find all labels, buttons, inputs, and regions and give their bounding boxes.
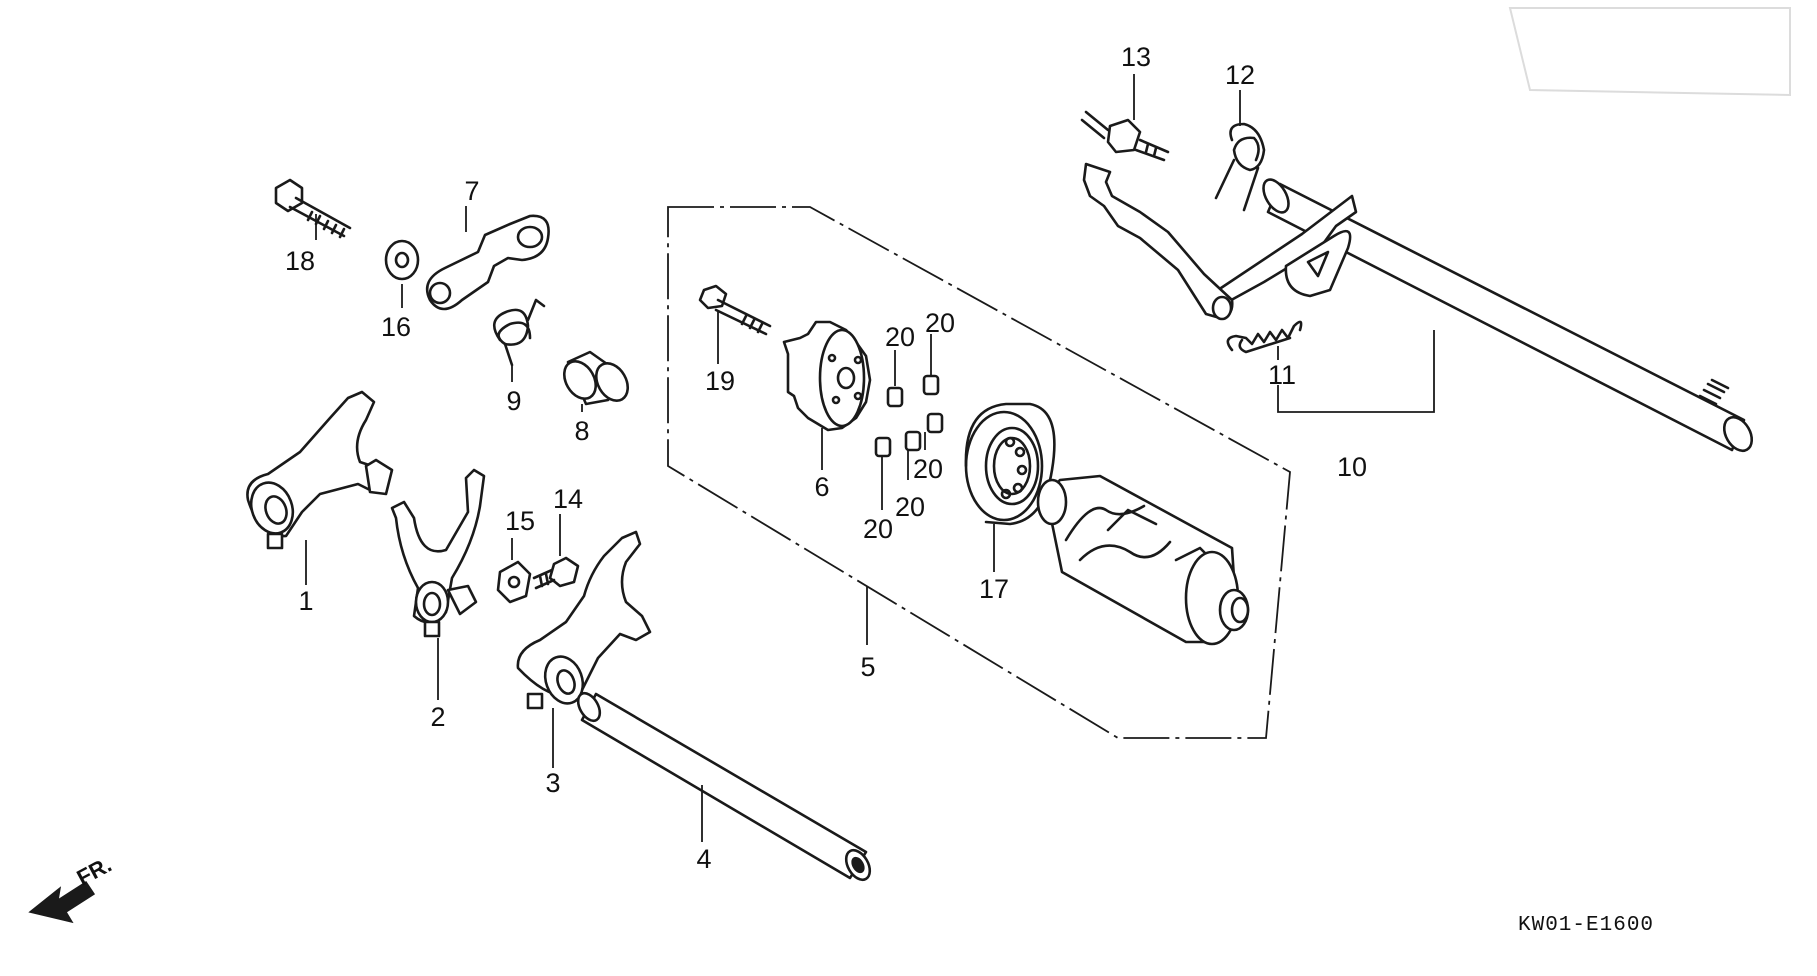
callout-6: 6 <box>814 472 829 502</box>
bearing-17 <box>964 402 1056 526</box>
callout-12: 12 <box>1225 60 1255 90</box>
callout-labels: 1 2 3 4 5 6 7 8 9 10 11 12 13 14 15 16 1… <box>285 42 1367 874</box>
callout-5: 5 <box>860 652 875 682</box>
tension-spring-11 <box>1226 320 1303 354</box>
callout-20-c: 20 <box>913 454 943 484</box>
callout-20-b: 20 <box>925 308 955 338</box>
callout-4: 4 <box>696 844 711 874</box>
faint-stamp-mark <box>1508 7 1791 97</box>
callout-20-a: 20 <box>885 322 915 352</box>
drum-assembly-boundary <box>667 206 1291 739</box>
dowel-pins-20 <box>874 374 944 458</box>
torsion-spring-12 <box>1214 122 1266 212</box>
pin-15 <box>496 560 532 604</box>
callout-2: 2 <box>430 702 445 732</box>
gearshift-drum <box>1036 474 1250 646</box>
bolt-14 <box>532 556 580 590</box>
callout-18: 18 <box>285 246 315 276</box>
callout-8: 8 <box>574 416 589 446</box>
shift-fork-3 <box>516 530 652 710</box>
collar-8 <box>562 350 630 406</box>
leader-lines <box>305 74 1435 842</box>
front-direction-arrow <box>28 880 96 924</box>
drawing-code: KW01-E1600 <box>1518 914 1654 937</box>
shift-fork-1 <box>246 390 394 550</box>
callout-1: 1 <box>298 586 313 616</box>
callout-20-e: 20 <box>863 514 893 544</box>
front-direction-label: FR. <box>73 852 116 891</box>
fork-shaft-4 <box>576 691 872 882</box>
return-spring-9 <box>492 298 546 367</box>
callout-15: 15 <box>505 506 535 536</box>
bolt-19 <box>698 284 772 336</box>
callout-7: 7 <box>464 176 479 206</box>
callout-17: 17 <box>979 574 1009 604</box>
callout-3: 3 <box>545 768 560 798</box>
shift-cam-plate-6 <box>782 320 872 432</box>
washer-16 <box>384 239 420 281</box>
callout-14: 14 <box>553 484 583 514</box>
gearshift-spindle-10 <box>1082 162 1754 453</box>
callout-16: 16 <box>381 312 411 342</box>
callout-19: 19 <box>705 366 735 396</box>
shift-fork-2 <box>390 468 486 638</box>
bolt-18 <box>274 178 352 239</box>
callout-20-d: 20 <box>895 492 925 522</box>
callout-10: 10 <box>1337 452 1367 482</box>
callout-11: 11 <box>1268 360 1296 390</box>
callout-9: 9 <box>506 386 521 416</box>
stopper-arm-7 <box>425 214 550 311</box>
callout-13: 13 <box>1121 42 1151 72</box>
bolt-13 <box>1080 110 1170 162</box>
